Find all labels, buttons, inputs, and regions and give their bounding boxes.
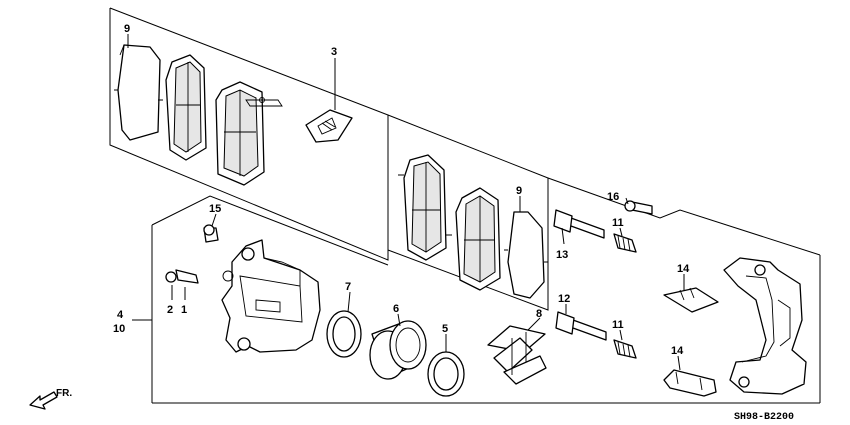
- caliper-assembly-box: [151, 177, 821, 404]
- callout-8: 8: [536, 308, 542, 320]
- brake-pad-upper-b: [215, 81, 283, 186]
- callout-9-upper: 9: [124, 23, 130, 35]
- callout-14-upper: 14: [677, 263, 690, 275]
- callout-12: 12: [558, 293, 570, 305]
- brake-pad-upper-a: [165, 54, 207, 161]
- callout-7: 7: [345, 281, 351, 293]
- shim-9-upper: [114, 44, 163, 141]
- callout-15: 15: [209, 203, 221, 215]
- front-direction-indicator: FR.: [29, 388, 72, 410]
- callout-3: 3: [331, 46, 337, 58]
- callout-6: 6: [393, 303, 399, 315]
- wear-indicator-clip: [305, 109, 353, 143]
- front-label: FR.: [56, 388, 72, 399]
- shim-9-middle: [504, 211, 548, 299]
- bolt-16: [624, 200, 653, 215]
- callout-14-lower: 14: [671, 345, 684, 357]
- bleeder-screw: [165, 269, 199, 284]
- front-arrow-icon: [29, 391, 58, 410]
- pin-boot-11-lower: [613, 339, 637, 359]
- guide-pin-13: [553, 209, 605, 239]
- guide-pin-12: [555, 311, 607, 341]
- bolt-15: [203, 224, 219, 243]
- leader-lines: [127, 34, 685, 371]
- callout-2: 2: [167, 304, 173, 316]
- callout-11-upper: 11: [612, 217, 624, 229]
- piston-6: [369, 320, 427, 380]
- brake-pad-middle-a: [398, 154, 452, 261]
- pad-retainer-8: [487, 325, 547, 385]
- pin-boot-11-upper: [613, 233, 637, 253]
- callout-4: 4: [117, 309, 124, 321]
- callout-5: 5: [442, 323, 448, 335]
- diagram-code: SH98-B2200: [734, 412, 794, 423]
- callout-1: 1: [181, 304, 187, 316]
- caliper-body: [221, 239, 321, 353]
- boot-5: [427, 351, 465, 397]
- seal-7: [326, 310, 362, 358]
- pad-spring-14-lower: [663, 369, 717, 397]
- callout-11-lower: 11: [612, 319, 624, 331]
- callout-9-middle: 9: [516, 185, 522, 197]
- callout-10: 10: [113, 323, 125, 335]
- brake-pad-middle-b: [455, 187, 501, 291]
- pad-spring-14-upper: [663, 287, 719, 313]
- callout-13: 13: [556, 249, 568, 261]
- caliper-bracket: [723, 257, 807, 395]
- callout-16: 16: [607, 191, 619, 203]
- callout-labels: 9 3 9 15 2 1 4 10 7 6 5 8 13 12 11 11 16…: [113, 23, 690, 357]
